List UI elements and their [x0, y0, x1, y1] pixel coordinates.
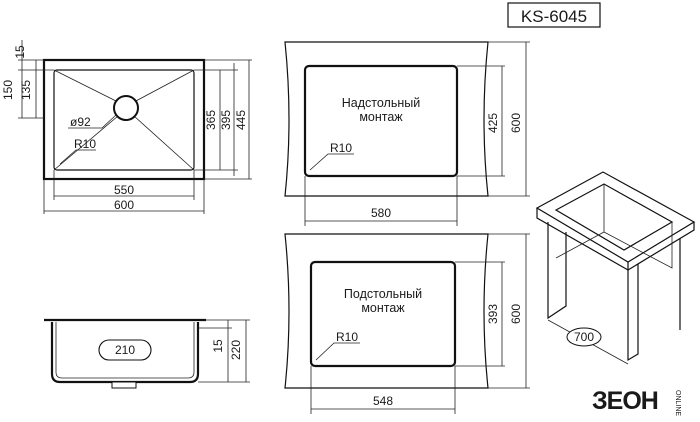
section-dim-15: 15	[211, 339, 225, 353]
undermount-title-2: монтаж	[361, 301, 405, 315]
dim-445: 445	[234, 110, 248, 130]
undermount-outer-dim: 600	[509, 304, 523, 324]
top-view: ø92 R10 15 150 135 365 395 445 550 600	[1, 40, 252, 214]
top-view-outer-rim	[42, 58, 206, 181]
section-dim-210: 210	[115, 343, 135, 357]
dim-135: 135	[19, 80, 33, 100]
top-view-bowl	[53, 69, 195, 171]
overmount-radius: R10	[330, 141, 352, 155]
overmount-view: Надстольный монтаж R10 580 425 600	[284, 41, 530, 226]
undermount-view: Подстольный монтаж R10 548 393 600	[284, 233, 530, 414]
section-view: 210 15 220	[44, 318, 250, 389]
dim-15-top: 15	[13, 45, 27, 59]
undermount-width-dim: 548	[373, 394, 393, 408]
overmount-title-1: Надстольный	[342, 96, 420, 110]
model-code-box: KS-6045	[507, 2, 601, 28]
section-dim-220: 220	[229, 340, 243, 360]
model-code: KS-6045	[521, 7, 587, 26]
undermount-title-1: Подстольный	[344, 287, 422, 301]
overmount-width-dim: 580	[371, 206, 391, 220]
logo-text: ЗЕОН	[592, 387, 658, 415]
section-drain	[111, 381, 137, 389]
section-label-pill	[98, 339, 152, 361]
iso-dim-700: 700	[574, 330, 594, 344]
iso-opening	[554, 183, 674, 251]
drain-circle	[113, 95, 139, 121]
iso-label-pill	[566, 327, 602, 347]
dim-600-top: 600	[114, 198, 134, 212]
overmount-depth-dim: 425	[486, 113, 500, 133]
overmount-cutout	[303, 64, 459, 178]
iso-top	[535, 171, 696, 263]
top-radius-dim: R10	[74, 137, 96, 151]
undermount-radius: R10	[336, 330, 358, 344]
dim-395: 395	[219, 110, 233, 130]
iso-view: 700	[535, 171, 696, 365]
overmount-outer-dim: 600	[509, 113, 523, 133]
undermount-cutout	[309, 260, 457, 368]
drain-dim: ø92	[70, 115, 91, 129]
dim-365: 365	[204, 110, 218, 130]
brand-logo: ЗЕОН ONLINE	[592, 387, 681, 416]
logo-sub: ONLINE	[674, 390, 681, 416]
dim-150: 150	[1, 80, 15, 100]
overmount-title-2: монтаж	[359, 110, 403, 124]
dim-550: 550	[114, 183, 134, 197]
undermount-depth-dim: 393	[486, 304, 500, 324]
